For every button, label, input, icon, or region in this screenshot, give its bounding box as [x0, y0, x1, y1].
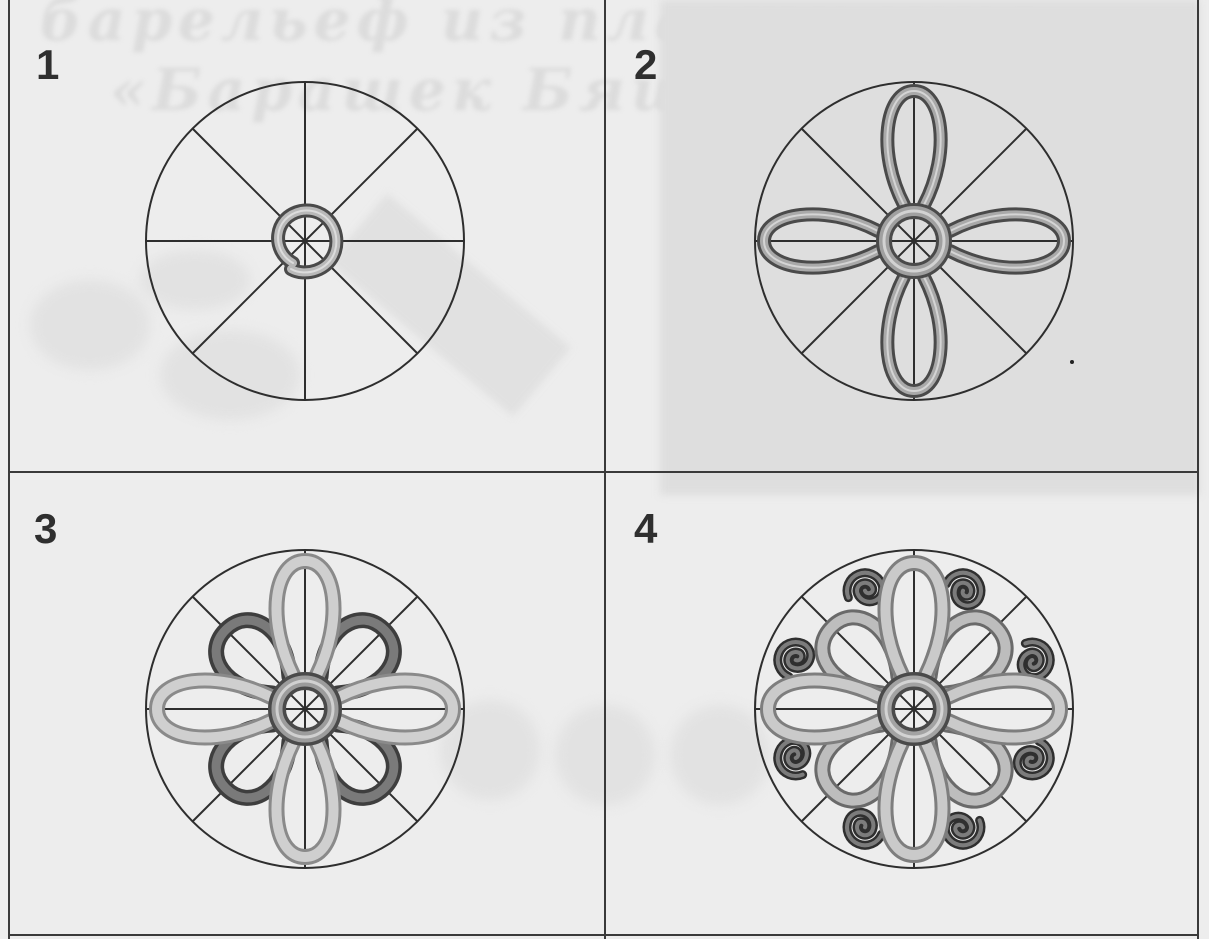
guide-circle-with-radii — [755, 550, 1073, 868]
frame-left-line — [8, 0, 10, 939]
step-number-3: 3 — [34, 508, 57, 550]
step-2-diagram — [749, 76, 1079, 406]
step-number-2: 2 — [634, 44, 657, 86]
vertical-divider — [604, 0, 606, 939]
step-number-1: 1 — [36, 44, 59, 86]
frame-right-line — [1197, 0, 1199, 939]
step-3-diagram — [140, 544, 470, 874]
horizontal-divider — [8, 471, 1199, 473]
guide-circle-with-radii — [146, 550, 464, 868]
ink-dot — [1070, 360, 1074, 364]
background-blob — [30, 280, 150, 370]
step-1-diagram — [140, 76, 470, 406]
guide-circle-with-radii — [146, 82, 464, 400]
step-4-diagram — [749, 544, 1079, 874]
guide-circle-with-radii — [755, 82, 1073, 400]
step-number-4: 4 — [634, 508, 657, 550]
